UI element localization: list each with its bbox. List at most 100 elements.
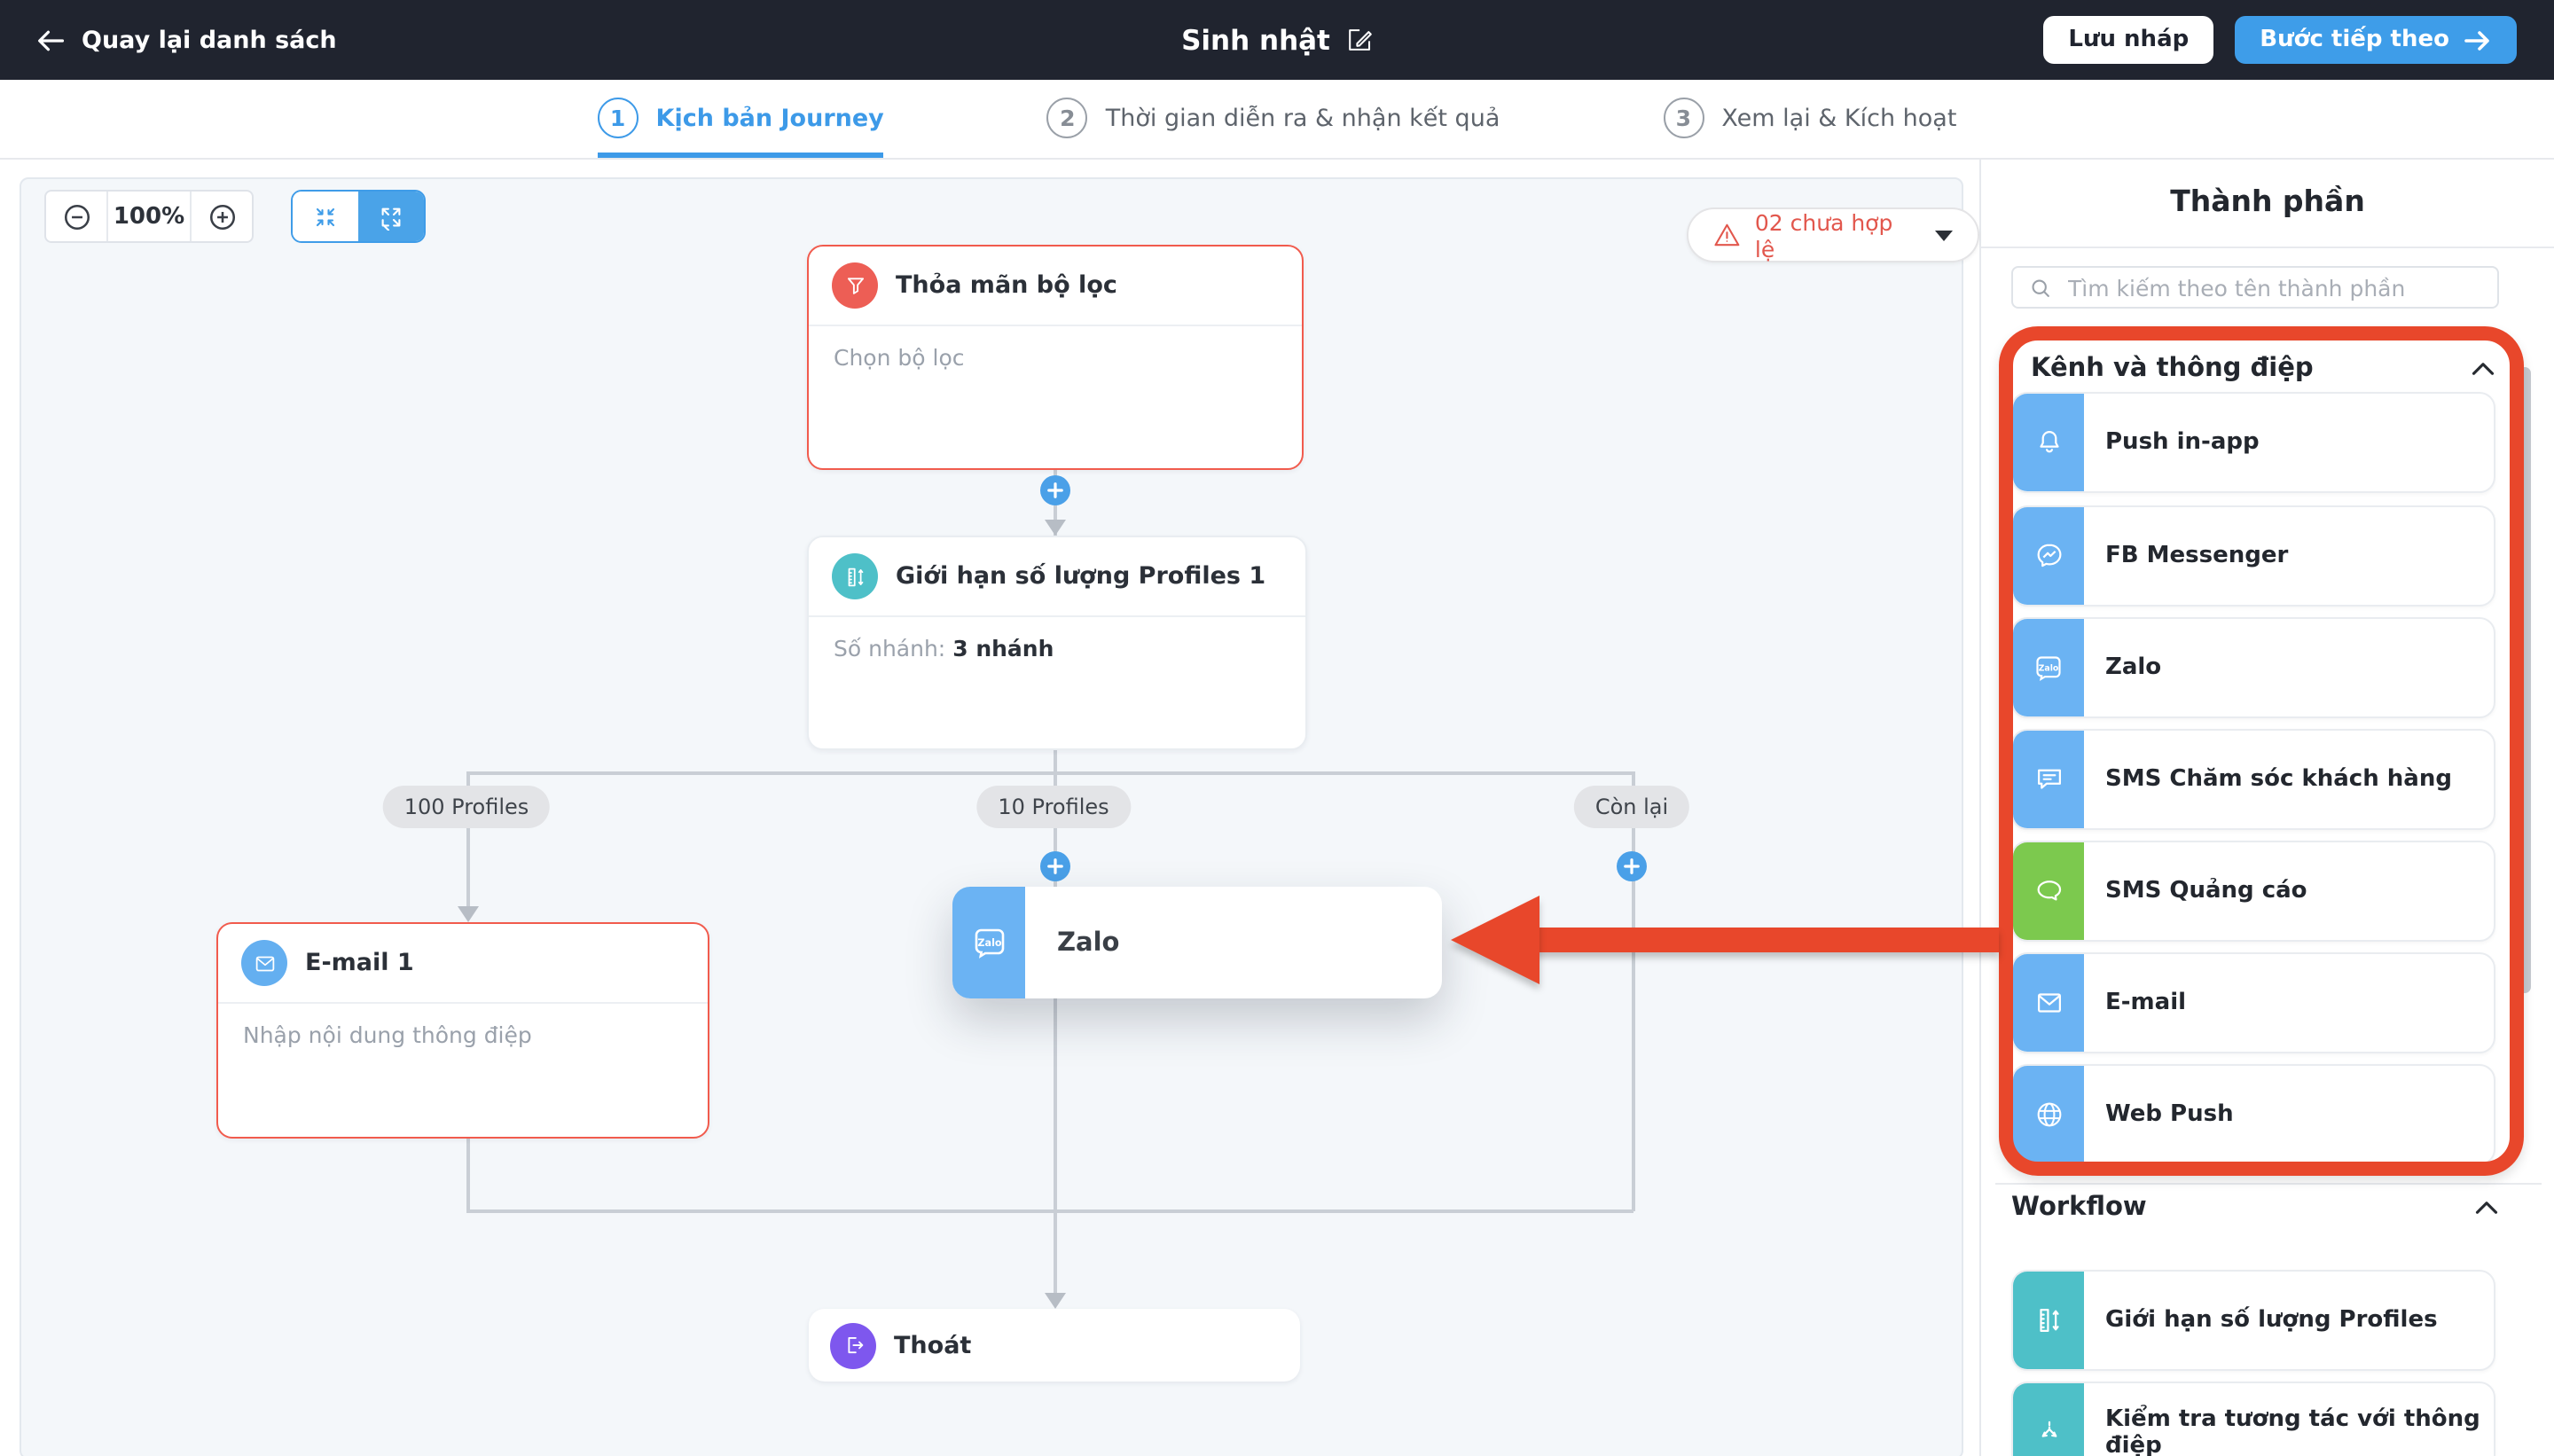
node-email[interactable]: E-mail 1 Nhập nội dung thông điệp	[216, 922, 709, 1139]
plus-icon	[1047, 482, 1063, 498]
back-label: Quay lại danh sách	[82, 26, 337, 54]
flow-canvas[interactable]: 100% 02 chưa hợp lệ	[0, 160, 1979, 1456]
zoom-level: 100%	[106, 192, 192, 241]
node-zalo-dragging[interactable]: Zalo Zalo	[952, 887, 1442, 998]
save-draft-label: Lưu nháp	[2068, 27, 2190, 53]
branch-label: 10 Profiles	[976, 786, 1131, 828]
envelope-icon	[255, 955, 274, 971]
bell-icon	[2039, 431, 2058, 453]
branch-check-icon	[2041, 1421, 2057, 1437]
save-draft-button[interactable]: Lưu nháp	[2043, 16, 2214, 64]
edit-title-icon[interactable]	[1346, 27, 1373, 53]
back-to-list-button[interactable]: Quay lại danh sách	[37, 26, 337, 54]
tab-schedule-results[interactable]: 2 Thời gian diễn ra & nhận kết quả	[1046, 80, 1500, 158]
branch-count-value: 3 nhánh	[952, 635, 1054, 661]
connector-line	[466, 771, 469, 908]
node-exit[interactable]: Thoát	[809, 1309, 1300, 1382]
topbar-actions: Lưu nháp Bước tiếp theo	[2043, 16, 2517, 64]
add-node-button[interactable]	[1040, 851, 1070, 881]
component-label: Giới hạn số lượng Profiles	[2105, 1307, 2438, 1334]
connector-line	[466, 1139, 469, 1211]
connector-line	[1632, 771, 1634, 1211]
component-item-web-push[interactable]: Web Push	[2011, 1064, 2495, 1165]
plus-icon	[1047, 858, 1063, 874]
step-label: Kịch bản Journey	[655, 104, 884, 132]
component-item-sms-ads[interactable]: SMS Quảng cáo	[2011, 841, 2495, 942]
expand-fullscreen-button[interactable]	[358, 192, 424, 241]
component-label: Push in-app	[2105, 429, 2260, 456]
zalo-icon: Zalo	[2036, 655, 2061, 681]
minus-circle-icon	[63, 203, 90, 230]
chevron-up-icon	[2475, 1202, 2498, 1214]
fit-to-screen-button[interactable]	[293, 192, 358, 241]
connector-line	[1054, 1209, 1056, 1293]
plus-circle-icon	[208, 203, 235, 230]
divider	[1995, 1183, 2542, 1185]
node-profile-limit[interactable]: Giới hạn số lượng Profiles 1 Số nhánh: 3…	[807, 536, 1307, 750]
search-icon	[2032, 278, 2049, 296]
chevron-up-icon	[2472, 363, 2495, 375]
component-item-zalo[interactable]: Zalo Zalo	[2011, 617, 2495, 718]
components-sidebar: Thành phần Kênh và thông điệp Push in-ap…	[1979, 160, 2554, 1456]
component-item-interaction-check[interactable]: Kiểm tra tương tác với thông điệp	[2011, 1382, 2495, 1456]
connector-arrowhead	[1045, 520, 1066, 536]
component-label: FB Messenger	[2105, 543, 2289, 569]
divider	[1981, 247, 2554, 248]
branch-rail-top	[466, 771, 1633, 774]
journey-title: Sinh nhật	[1181, 0, 1373, 80]
node-title: Giới hạn số lượng Profiles 1	[896, 562, 1266, 591]
component-item-fb-messenger[interactable]: FB Messenger	[2011, 505, 2495, 607]
step-number: 3	[1663, 98, 1704, 138]
sidebar-title: Thành phần	[2170, 184, 2365, 218]
zoom-in-button[interactable]	[192, 192, 252, 241]
arrow-right-icon	[2464, 30, 2489, 50]
sidebar-scrollbar-thumb[interactable]	[2519, 367, 2531, 993]
next-step-label: Bước tiếp theo	[2260, 27, 2449, 53]
workflow-section-header[interactable]: Workflow	[2011, 1194, 2499, 1222]
component-label: E-mail	[2105, 990, 2187, 1016]
channels-section: Kênh và thông điệp	[2015, 337, 2511, 397]
validation-warning-badge[interactable]: 02 chưa hợp lệ	[1687, 207, 1979, 262]
ruler-limit-icon	[2039, 1309, 2058, 1332]
component-search[interactable]	[2011, 266, 2499, 309]
node-title: Thỏa mãn bộ lọc	[896, 271, 1117, 300]
component-item-profile-limit[interactable]: Giới hạn số lượng Profiles	[2011, 1270, 2495, 1371]
component-item-sms-care[interactable]: SMS Chăm sóc khách hàng	[2011, 729, 2495, 830]
tab-journey-script[interactable]: 1 Kịch bản Journey	[597, 80, 884, 158]
branch-rail-bottom	[466, 1209, 1633, 1212]
connector-arrowhead	[1045, 1293, 1066, 1309]
section-title: Workflow	[2011, 1194, 2147, 1222]
branch-label: 100 Profiles	[382, 786, 551, 828]
node-placeholder: Chọn bộ lọc	[834, 344, 965, 371]
messenger-icon	[2036, 544, 2061, 568]
svg-text:Zalo: Zalo	[2039, 663, 2059, 673]
zoom-controls: 100%	[44, 190, 254, 243]
warning-triangle-icon	[1714, 223, 1740, 247]
svg-text:Zalo: Zalo	[976, 936, 1000, 948]
add-node-button[interactable]	[1617, 851, 1647, 881]
zoom-out-button[interactable]	[46, 192, 106, 241]
fit-controls	[291, 190, 426, 243]
node-title: E-mail 1	[305, 949, 414, 977]
step-tabs: 1 Kịch bản Journey 2 Thời gian diễn ra &…	[0, 80, 2554, 160]
ruler-limit-icon	[847, 567, 863, 586]
component-label: Zalo	[2105, 654, 2162, 681]
node-filter[interactable]: Thỏa mãn bộ lọc Chọn bộ lọc	[807, 245, 1304, 470]
search-input[interactable]	[2064, 272, 2481, 302]
section-title: Kênh và thông điệp	[2031, 355, 2314, 383]
tab-review-activate[interactable]: 3 Xem lại & Kích hoạt	[1663, 80, 1956, 158]
add-node-button[interactable]	[1040, 475, 1070, 505]
node-placeholder: Nhập nội dung thông điệp	[243, 1022, 532, 1048]
funnel-icon	[846, 277, 864, 294]
component-item-push-in-app[interactable]: Push in-app	[2011, 392, 2495, 493]
globe-icon	[2036, 1102, 2061, 1127]
speech-bubble-icon	[2036, 881, 2061, 901]
component-label: Web Push	[2105, 1101, 2234, 1128]
back-arrow-icon	[38, 29, 65, 51]
next-step-button[interactable]: Bước tiếp theo	[2235, 16, 2517, 64]
node-title: Zalo	[1057, 928, 1120, 957]
channels-section-header[interactable]: Kênh và thông điệp	[2015, 337, 2511, 397]
step-number: 2	[1046, 98, 1088, 138]
component-item-email[interactable]: E-mail	[2011, 952, 2495, 1053]
